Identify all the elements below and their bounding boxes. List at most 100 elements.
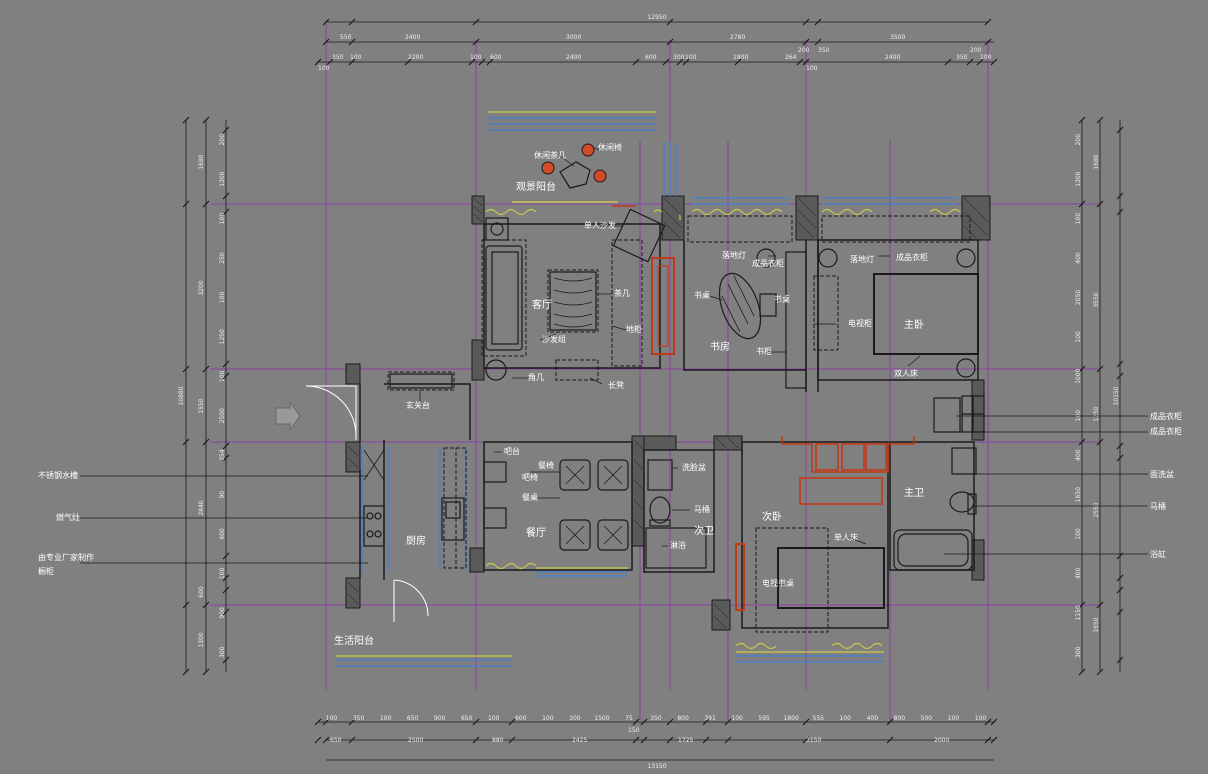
dim-detail: 300 bbox=[569, 715, 581, 722]
room-second-bedroom: 次卧 bbox=[762, 510, 782, 523]
dim-tick bbox=[222, 454, 230, 462]
label-floor-lamp-study: 落地灯 bbox=[722, 250, 746, 260]
axis-lines bbox=[210, 22, 1100, 720]
dim-detail: 100 bbox=[219, 292, 226, 304]
dim-top-r2-14: 2400 bbox=[885, 54, 900, 61]
label-wardrobe-study: 成品衣柜 bbox=[752, 258, 784, 268]
label-dining-table: 餐桌 bbox=[522, 492, 538, 502]
room-service-balcony: 生活阳台 bbox=[334, 634, 374, 647]
dim-right-4: 2550 bbox=[1093, 502, 1100, 517]
room-second-bath: 次卫 bbox=[694, 524, 714, 537]
dim-top-r2-9: 300 bbox=[673, 54, 685, 61]
dimension-ticks bbox=[182, 18, 1124, 744]
dim-tick bbox=[182, 116, 190, 124]
label-dining-chair: 餐椅 bbox=[538, 460, 554, 470]
dim-top-r2-1: 100 bbox=[318, 65, 330, 72]
room-master-bath: 主卫 bbox=[904, 487, 924, 499]
dim-tick bbox=[348, 58, 356, 66]
dim-bottom-2: 2500 bbox=[408, 737, 423, 744]
dim-detail: 100 bbox=[1075, 528, 1082, 540]
dim-tick bbox=[1096, 438, 1104, 446]
left-dimensions-detail: 2001300100250100125010025003549040010090… bbox=[219, 134, 226, 658]
dim-tick bbox=[1116, 442, 1124, 450]
dim-detail: 1800 bbox=[784, 715, 799, 722]
dim-tick bbox=[348, 718, 356, 726]
dim-left-3: 1550 bbox=[198, 398, 205, 413]
label-corner-table: 角几 bbox=[528, 372, 544, 382]
dim-tick bbox=[322, 18, 330, 26]
dim-tick bbox=[182, 365, 190, 373]
dim-right-3: 1250 bbox=[1093, 406, 1100, 421]
label-book-table: 书桌 bbox=[774, 294, 790, 304]
dim-tick bbox=[182, 200, 190, 208]
leisure-chairs bbox=[541, 143, 607, 183]
dim-tick bbox=[1078, 438, 1086, 446]
double-bed bbox=[873, 273, 979, 355]
dim-tick bbox=[1116, 208, 1124, 216]
callout-custom-cabinet-2: 橱柜 bbox=[38, 566, 54, 576]
dim-top-overall: 12950 bbox=[647, 14, 666, 21]
dim-tick bbox=[1116, 360, 1124, 368]
furniture-solid bbox=[363, 161, 985, 611]
windows bbox=[336, 117, 958, 667]
dim-detail: 400 bbox=[867, 715, 879, 722]
entry-table bbox=[389, 373, 453, 389]
vanity bbox=[647, 459, 673, 491]
study-chair bbox=[759, 293, 777, 317]
dim-right-1: 1680 bbox=[1093, 154, 1100, 169]
dim-detail: 100 bbox=[731, 715, 743, 722]
room-dining: 餐厅 bbox=[526, 526, 546, 539]
dim-right-5: 1650 bbox=[1093, 617, 1100, 632]
dim-tick bbox=[1096, 116, 1104, 124]
dim-tick bbox=[1116, 126, 1124, 134]
dim-detail: 100 bbox=[948, 715, 960, 722]
room-kitchen: 厨房 bbox=[406, 534, 426, 547]
dim-tick bbox=[666, 38, 674, 46]
dim-detail: 400 bbox=[1075, 449, 1082, 461]
dim-tick bbox=[314, 736, 322, 744]
dim-tick bbox=[222, 442, 230, 450]
bottom-dimensions: 13150 650 2500 880 2425 150 1725 3150 20… bbox=[330, 727, 949, 770]
callout-bathtub: 浴缸 bbox=[1150, 549, 1166, 559]
dim-detail: 100 bbox=[1075, 410, 1082, 422]
dim-tick bbox=[1116, 192, 1124, 200]
dim-tick bbox=[202, 116, 210, 124]
label-vanity: 洗脸盆 bbox=[682, 462, 706, 472]
dim-tick bbox=[1116, 372, 1124, 380]
dim-detail: 2500 bbox=[219, 408, 226, 423]
dim-bottom-overall: 13150 bbox=[647, 763, 666, 770]
dim-detail: 100 bbox=[1075, 331, 1082, 343]
window-sills bbox=[336, 111, 884, 657]
dim-detail: 650 bbox=[461, 715, 473, 722]
dim-tick bbox=[966, 58, 974, 66]
callout-wardrobe-2: 成品衣柜 bbox=[1150, 426, 1182, 436]
dim-tick bbox=[478, 58, 486, 66]
dim-tick bbox=[676, 58, 684, 66]
dim-tick bbox=[326, 58, 334, 66]
dim-right-overall: 10150 bbox=[1113, 386, 1120, 405]
dim-top-r2-7: 2400 bbox=[566, 54, 581, 61]
dim-detail: 1500 bbox=[594, 715, 609, 722]
dim-top-r2-16: 100 bbox=[980, 54, 992, 61]
wall-hatch bbox=[347, 197, 989, 629]
dim-tick bbox=[202, 668, 210, 676]
dim-tick bbox=[1096, 601, 1104, 609]
right-dimensions: 10150 1680 3550 1250 2550 1650 bbox=[1093, 154, 1120, 632]
dim-tick bbox=[472, 38, 480, 46]
label-tv-cabinet: 地柜 bbox=[626, 324, 642, 334]
dim-top-7: 3500 bbox=[890, 34, 905, 41]
dimension-lines bbox=[185, 21, 1121, 761]
dim-detail: 1300 bbox=[1075, 171, 1082, 186]
dim-detail: 500 bbox=[921, 715, 933, 722]
dim-detail: 2050 bbox=[1075, 290, 1082, 305]
dim-tick bbox=[990, 736, 998, 744]
dim-tick bbox=[314, 58, 322, 66]
curtains bbox=[485, 208, 961, 650]
dim-bottom-1: 650 bbox=[330, 737, 342, 744]
dim-tick bbox=[814, 38, 822, 46]
dim-left-1: 1680 bbox=[198, 154, 205, 169]
bookshelf bbox=[785, 251, 807, 389]
dim-top-r2-15: 350 bbox=[956, 54, 968, 61]
dim-tick bbox=[976, 58, 984, 66]
label-single-sofa: 单人沙发 bbox=[584, 220, 616, 230]
